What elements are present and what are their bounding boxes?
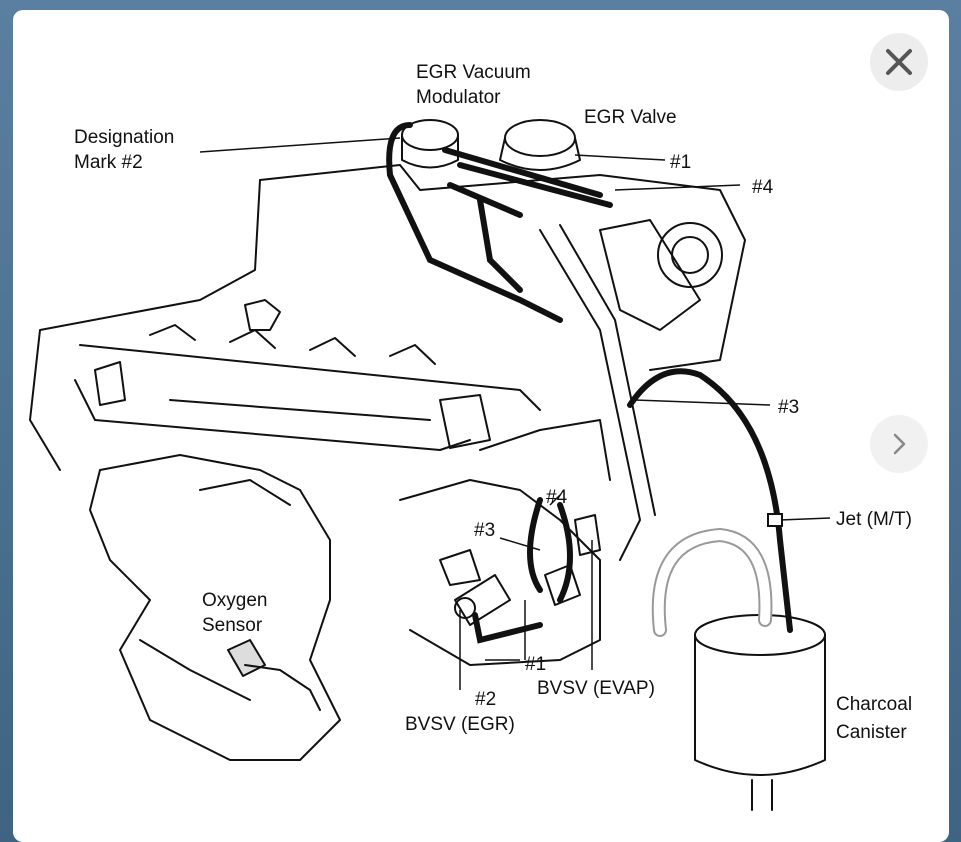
label-oxygen-line1: Oxygen: [202, 590, 267, 611]
label-egr-valve: EGR Valve: [584, 107, 677, 128]
label-hose-3-right: #3: [778, 397, 799, 418]
diagram-card: [13, 10, 949, 842]
next-image-button[interactable]: [870, 415, 928, 473]
label-oxygen-line2: Sensor: [202, 615, 263, 636]
label-egr-vacuum-modulator-line2: Modulator: [416, 87, 501, 108]
label-hose-2-bottom: #2: [475, 689, 496, 710]
label-hose-4-top: #4: [752, 177, 774, 198]
label-jet: Jet (M/T): [836, 509, 912, 530]
vacuum-hoses: [386, 122, 793, 644]
close-icon: [886, 49, 912, 75]
chevron-right-icon: [893, 433, 906, 455]
label-hose-4-mid: #4: [546, 487, 568, 508]
engine-outline: [29, 119, 826, 811]
jet-fitting: [767, 513, 783, 527]
label-hose-1-top: #1: [670, 152, 691, 173]
label-charcoal-line2: Canister: [836, 722, 907, 743]
leader-lines: [199, 137, 831, 690]
label-hose-3-mid: #3: [474, 520, 495, 541]
label-bvsv-evap: BVSV (EVAP): [537, 678, 655, 699]
close-button[interactable]: [870, 33, 928, 91]
label-egr-vacuum-modulator-line1: EGR Vacuum: [416, 62, 531, 83]
label-designation-line1: Designation: [74, 127, 174, 148]
label-charcoal-line1: Charcoal: [836, 694, 912, 715]
label-bvsv-egr: BVSV (EGR): [405, 714, 515, 735]
label-hose-1-bottom: #1: [525, 654, 546, 675]
label-designation-line2: Mark #2: [74, 152, 143, 173]
